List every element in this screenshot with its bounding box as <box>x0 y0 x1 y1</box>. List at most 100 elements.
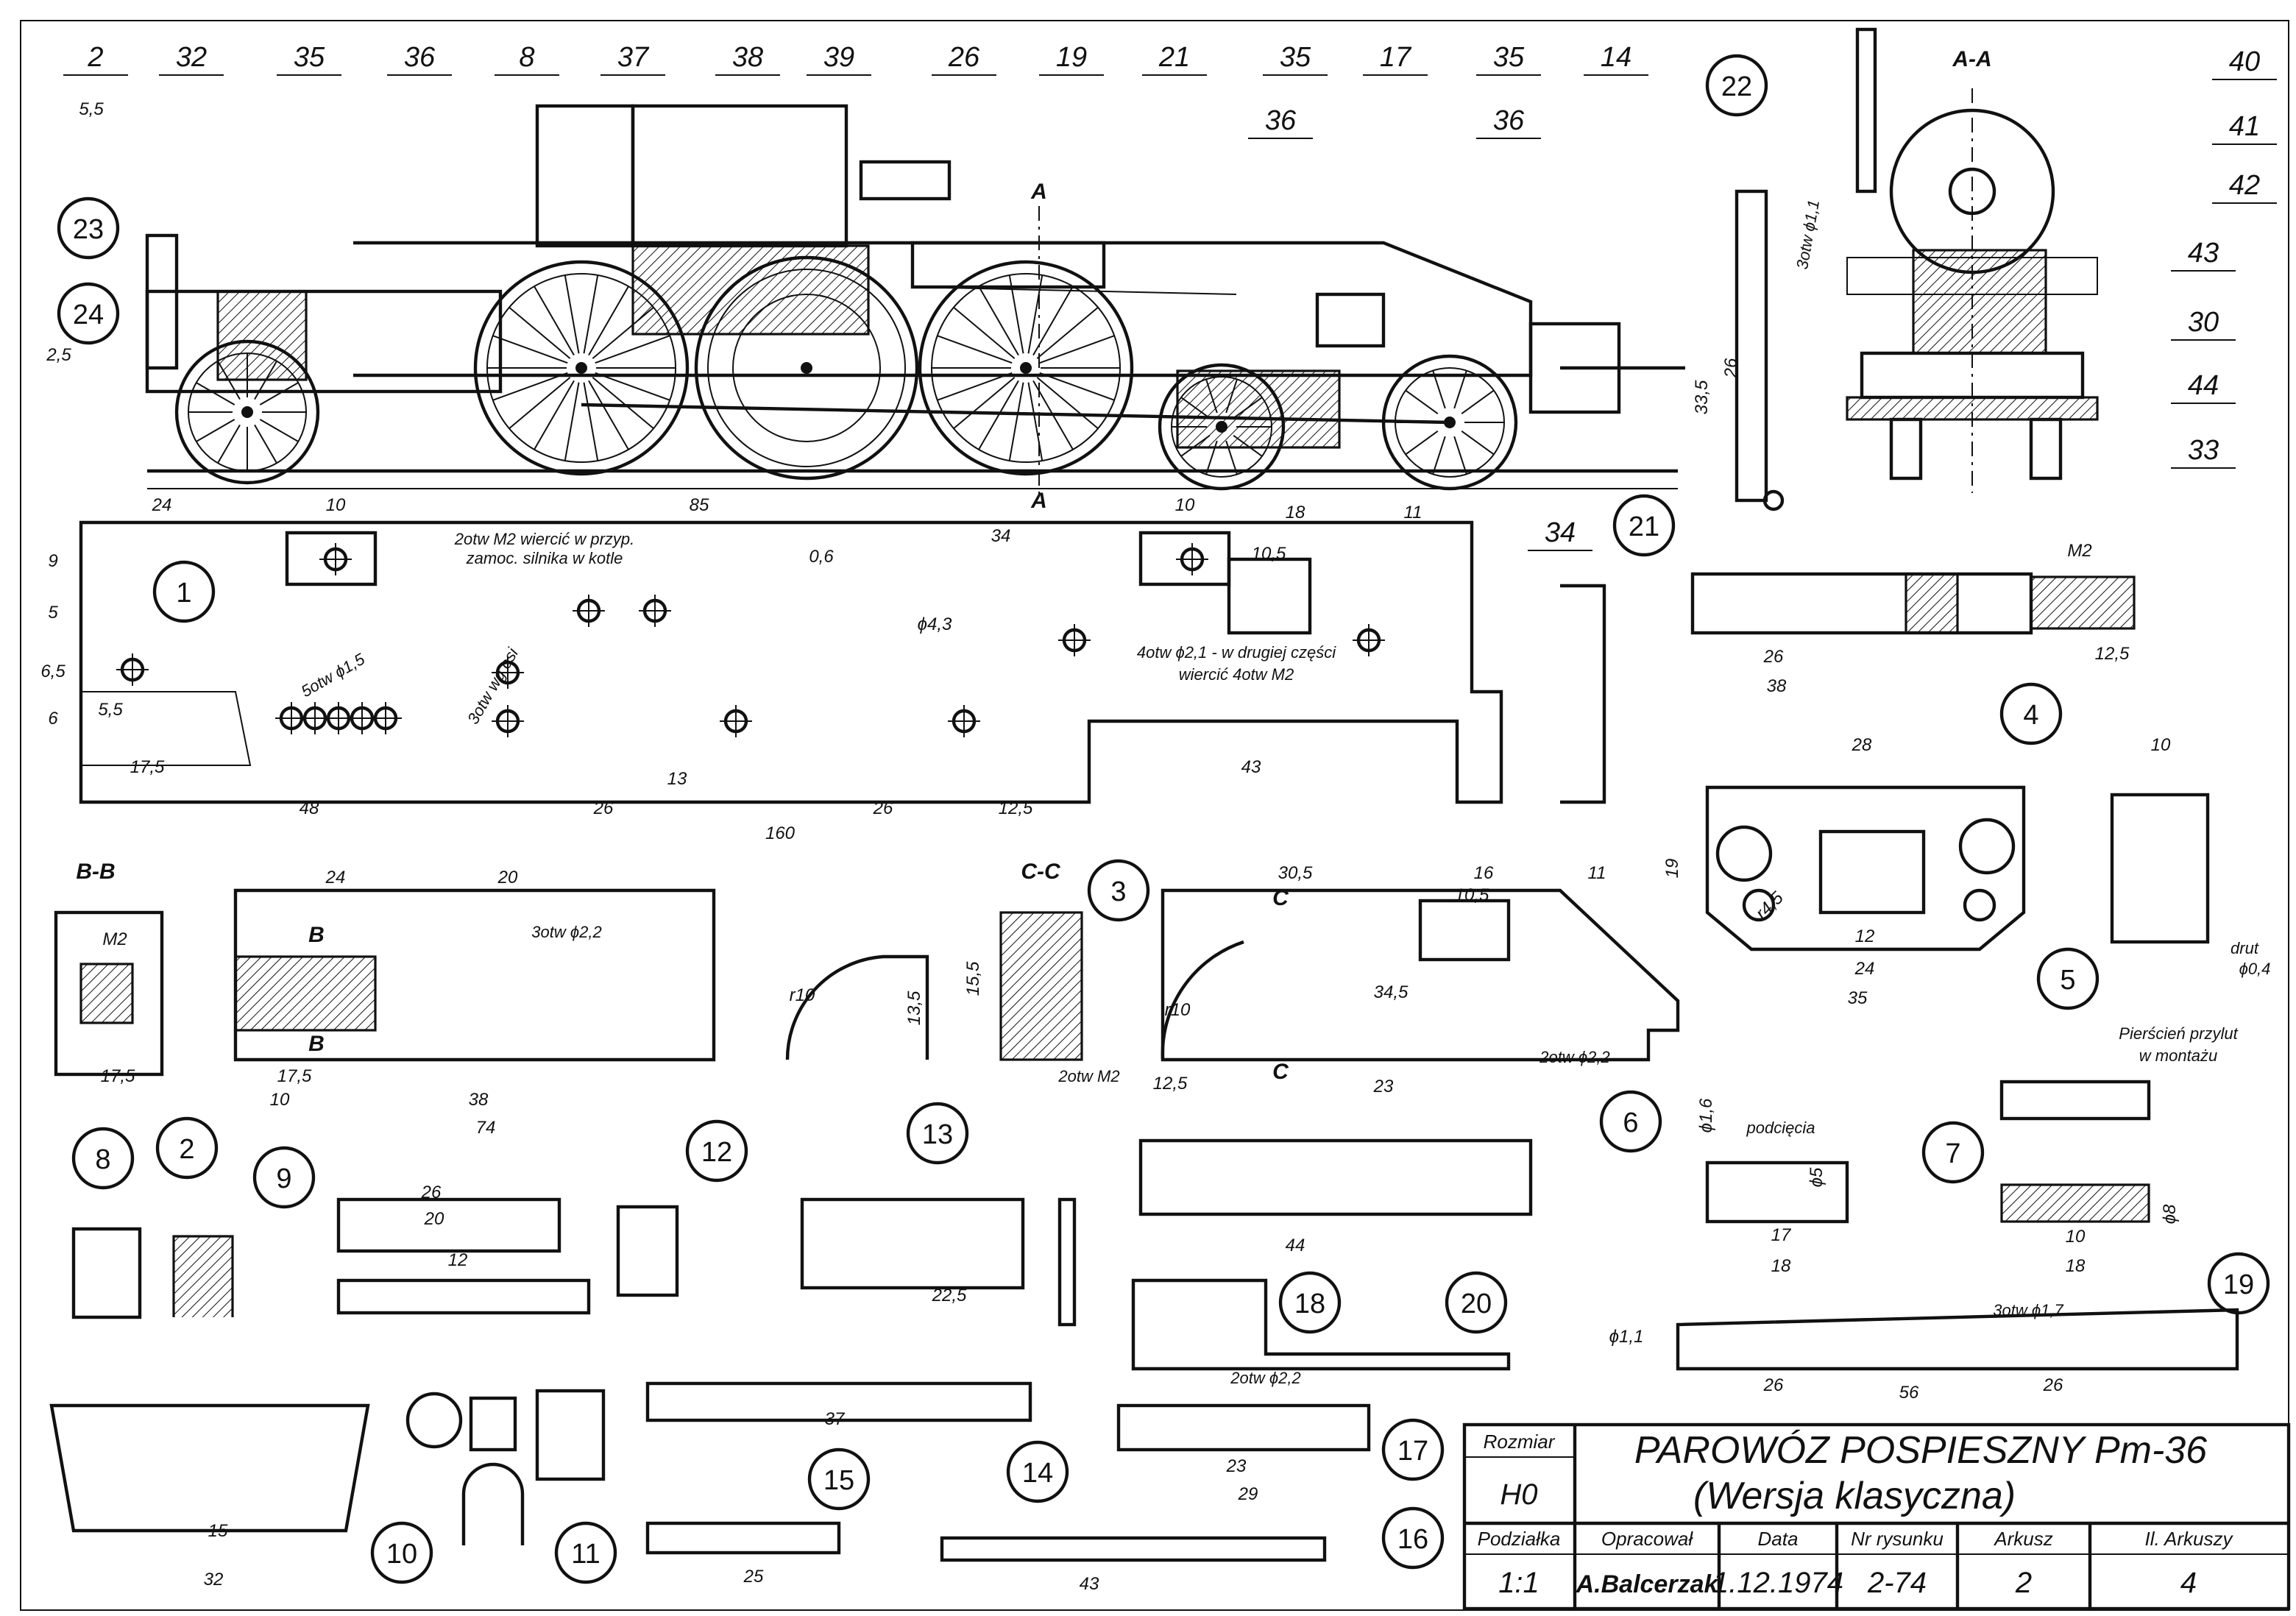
leader-number: 36 <box>404 42 436 73</box>
dimension-value: ϕ5 <box>1807 1167 1826 1187</box>
header-drawing-number: Nr rysunku <box>1851 1528 1944 1550</box>
part-balloon-10: 10 <box>370 1521 433 1584</box>
dimension-value: 12,5 <box>999 798 1033 818</box>
leader-label-19: 19 <box>1039 42 1104 76</box>
part-balloon-19: 19 <box>2207 1252 2270 1315</box>
part-number: 1 <box>176 578 191 609</box>
leader-number: 8 <box>519 42 534 73</box>
hole <box>1058 624 1091 656</box>
leader-number: 35 <box>1280 42 1311 73</box>
dimension-value: 11 <box>1404 503 1422 522</box>
dimension-value: r4,5 <box>1752 887 1788 924</box>
section-label: A-A <box>1952 47 1991 71</box>
dimension-value: 26 <box>593 798 614 818</box>
dimension-value: 25 <box>743 1567 764 1587</box>
leader-label-2: 2 <box>63 42 128 76</box>
dimension-value: 26 <box>1763 647 1784 667</box>
dimension-value: 12,5 <box>2095 644 2130 664</box>
dimension-value: 15,5 <box>963 961 983 996</box>
dimension-value: 48 <box>300 798 319 818</box>
leader-label-33: 33 <box>2171 435 2236 469</box>
dimension-value: 24 <box>152 495 172 515</box>
dimension-value: 38 <box>469 1090 489 1110</box>
dimension-value: 44 <box>1286 1236 1305 1255</box>
part-number: 16 <box>1397 1524 1428 1555</box>
part-5 <box>1705 785 2210 951</box>
leader-label-34: 34 <box>1528 517 1592 551</box>
dimension-value: 10 <box>1175 495 1195 515</box>
dimension-value: 18 <box>1771 1256 1791 1276</box>
leader-number: 33 <box>2188 435 2219 466</box>
leader-number: 44 <box>2188 370 2219 401</box>
drawing-note: 2otw M2 <box>1057 1067 1119 1085</box>
dimension-value: 0,6 <box>809 547 834 567</box>
part-number: 18 <box>1294 1289 1325 1319</box>
leader-number: 36 <box>1493 105 1525 136</box>
section-label: C-C <box>1021 860 1061 884</box>
dimension-value: 22,5 <box>932 1286 967 1305</box>
leader-label-38: 38 <box>715 42 780 76</box>
dimension-value: 5,5 <box>98 700 123 720</box>
part-number: 3 <box>1110 876 1126 907</box>
drawing-note: 4otw ϕ2,1 - w drugiej części <box>1137 643 1336 662</box>
leader-label-35: 35 <box>1476 42 1541 76</box>
leader-number: 41 <box>2229 111 2260 142</box>
part-number: 8 <box>95 1144 110 1175</box>
part-number: 10 <box>386 1539 417 1570</box>
dimension-value: 10 <box>326 495 346 515</box>
part-balloon-8: 8 <box>71 1127 135 1190</box>
author-value: A.Balcerzak <box>1576 1570 1720 1598</box>
dimension-value: 20 <box>424 1209 444 1229</box>
leader-label-42: 42 <box>2212 170 2277 204</box>
dimension-value: 12 <box>1855 926 1875 946</box>
drawing-number-value: 2-74 <box>1867 1567 1927 1599</box>
leader-label-40: 40 <box>2212 46 2277 80</box>
part-balloon-23: 23 <box>57 196 120 260</box>
dimension-value: 10,5 <box>1455 885 1489 905</box>
part-balloon-12: 12 <box>685 1119 748 1183</box>
dimension-value: 10,5 <box>1252 544 1286 564</box>
dimension-value: r10 <box>790 985 815 1005</box>
drawing-note: 5otw ϕ1,5 <box>298 649 369 701</box>
section-label: A <box>1030 489 1047 513</box>
leader-number: 38 <box>732 42 763 73</box>
leader-label-39: 39 <box>807 42 871 76</box>
leader-label-43: 43 <box>2171 238 2236 272</box>
drawing-note: wiercić 4otw M2 <box>1179 665 1294 684</box>
dimension-value: 17 <box>1771 1225 1792 1245</box>
leader-number: 43 <box>2188 238 2219 269</box>
part-balloon-11: 11 <box>554 1521 617 1584</box>
leader-label-30: 30 <box>2171 307 2236 341</box>
part-balloon-2: 2 <box>155 1116 219 1180</box>
header-author: Opracował <box>1601 1528 1693 1550</box>
leader-number: 30 <box>2188 307 2219 338</box>
dimension-value: 17,5 <box>277 1066 312 1086</box>
dimension-value: 10 <box>2151 735 2171 755</box>
part-number: 13 <box>922 1119 953 1150</box>
dimension-value: 5,5 <box>79 99 104 119</box>
header-date: Data <box>1758 1528 1799 1550</box>
dimension-value: 10 <box>270 1090 290 1110</box>
part-number: 20 <box>1461 1289 1492 1319</box>
leader-label-35: 35 <box>277 42 341 76</box>
dimension-value: 26 <box>1763 1375 1784 1395</box>
leader-label-37: 37 <box>600 42 665 76</box>
dimension-value: 19 <box>1662 859 1682 879</box>
part-number: 22 <box>1721 71 1752 102</box>
wheel <box>174 339 320 485</box>
wheel <box>1158 363 1286 491</box>
leader-label-36: 36 <box>387 42 452 76</box>
drawing-note: podcięcia <box>1746 1119 1815 1137</box>
wheel <box>694 255 919 481</box>
part-number: 23 <box>73 214 104 245</box>
leader-label-36: 36 <box>1248 105 1313 139</box>
drawing-note: drut <box>2231 939 2259 957</box>
drawing-note: 3otw ϕ1,1 <box>1793 199 1823 271</box>
part-number: 2 <box>179 1134 194 1165</box>
hole <box>1353 624 1385 656</box>
part-number: 5 <box>2060 965 2075 996</box>
section-label: B <box>308 1032 325 1056</box>
dimension-value: 17,5 <box>130 757 165 777</box>
drawing-note: ϕ0,4 <box>2239 960 2271 978</box>
part-balloon-21: 21 <box>1612 494 1676 557</box>
